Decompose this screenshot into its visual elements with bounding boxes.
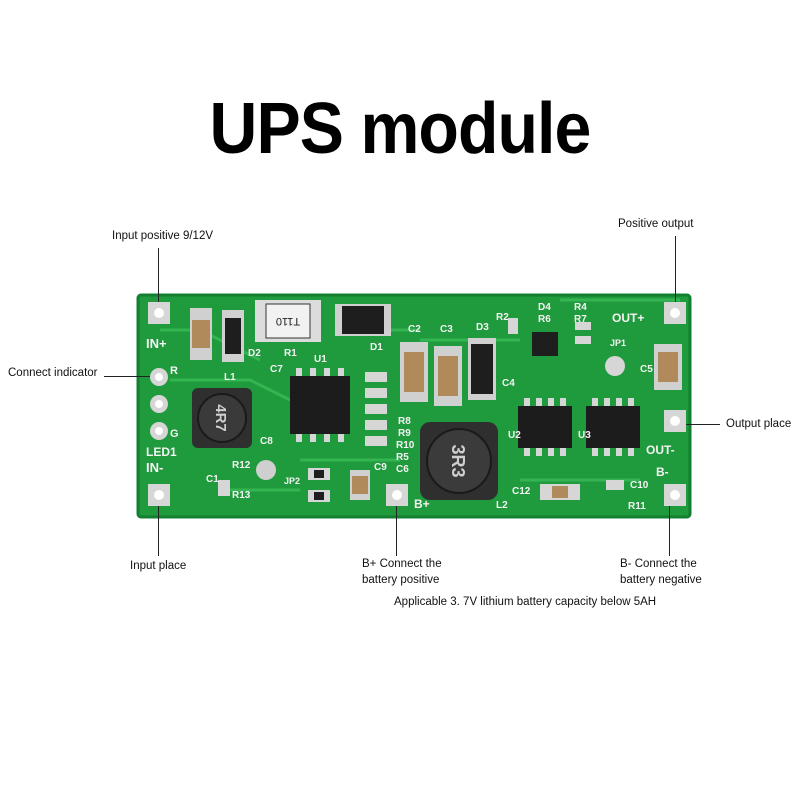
callout-connect-indicator: Connect indicator <box>8 367 98 379</box>
leader-input-place <box>158 506 159 556</box>
silk-c5: C5 <box>640 364 653 375</box>
resistor-column <box>365 372 387 446</box>
pad-b-minus <box>664 484 686 506</box>
silk-d1: D1 <box>370 342 383 353</box>
silk-c6: C6 <box>396 464 409 475</box>
capacitor-c2 <box>400 342 428 402</box>
ic-u2 <box>518 398 572 456</box>
silk-l1: L1 <box>224 372 236 383</box>
silk-c7: C7 <box>270 364 283 375</box>
callout-output-place: Output place <box>726 418 792 430</box>
silk-l2: L2 <box>496 500 508 511</box>
leader-positive-output <box>675 236 676 302</box>
silk-b-plus: B+ <box>414 497 430 511</box>
inductor-l1-mark: 4R7 <box>212 404 229 432</box>
capacitor-c1 <box>190 308 212 360</box>
silk-b-minus: B- <box>656 465 669 479</box>
diode-d1 <box>335 304 391 336</box>
leader-b-minus <box>669 506 670 556</box>
silk-c12: C12 <box>512 486 531 497</box>
small-parts-bottom <box>218 460 624 502</box>
silk-c3: C3 <box>440 324 453 335</box>
led-pads <box>150 368 168 440</box>
inductor-l1: 4R7 <box>192 388 252 448</box>
silk-d2: D2 <box>248 348 261 359</box>
pad-out-minus <box>664 410 686 432</box>
silk-r10: R10 <box>396 440 415 451</box>
diode-mark: T110 <box>276 315 300 327</box>
silk-r4: R4 <box>574 302 587 313</box>
silk-u3: U3 <box>578 430 591 441</box>
leader-connect-indicator <box>104 376 150 377</box>
diode-d2 <box>222 310 244 362</box>
callout-b-minus-line1: B- Connect the <box>620 558 697 570</box>
callout-note: Applicable 3. 7V lithium battery capacit… <box>394 596 657 608</box>
leader-b-plus <box>396 506 397 556</box>
silk-r7: R7 <box>574 314 587 325</box>
silk-out-minus: OUT- <box>646 443 675 457</box>
pad-in-minus <box>148 484 170 506</box>
silk-r2: R2 <box>496 312 509 323</box>
ic-u1 <box>290 368 350 442</box>
diode-d3 <box>468 338 496 400</box>
silk-u1: U1 <box>314 354 327 365</box>
inductor-l2-mark: 3R3 <box>448 444 468 477</box>
silk-r1: R1 <box>284 348 297 359</box>
small-parts-top-right <box>508 318 625 376</box>
callout-input-place: Input place <box>130 560 187 572</box>
callout-b-minus: B- Connect the battery negative <box>620 556 702 588</box>
silk-in-minus: IN- <box>146 460 163 475</box>
leader-input-positive <box>158 248 159 302</box>
silk-out-plus: OUT+ <box>612 311 644 325</box>
silk-r: R <box>170 365 178 377</box>
capacitor-c5 <box>654 344 682 390</box>
silkscreen-labels: IN+ IN- LED1 R G OUT+ OUT- B- B+ L1 L2 U… <box>146 302 675 512</box>
ic-u3 <box>586 398 640 456</box>
silk-jp2: JP2 <box>284 476 300 486</box>
page-title: UPS module <box>209 89 592 169</box>
silk-u2: U2 <box>508 430 521 441</box>
silk-r13: R13 <box>232 490 251 501</box>
silk-r12: R12 <box>232 460 251 471</box>
capacitor-c3 <box>434 346 462 406</box>
silk-led: LED1 <box>146 445 177 459</box>
silk-d3: D3 <box>476 322 489 333</box>
silk-c2: C2 <box>408 324 421 335</box>
silk-jp1: JP1 <box>610 338 626 348</box>
silk-c10: C10 <box>630 480 649 491</box>
silk-d4: D4 <box>538 302 551 313</box>
pad-in-plus <box>148 302 170 324</box>
inductor-l2: 3R3 <box>420 422 498 500</box>
callout-b-plus-line2: battery positive <box>362 574 440 586</box>
silk-g: G <box>170 428 179 440</box>
silk-r11: R11 <box>628 501 646 512</box>
silk-r9: R9 <box>398 428 411 439</box>
silk-r5: R5 <box>396 452 409 463</box>
silk-r6: R6 <box>538 314 551 325</box>
callout-b-minus-line2: battery negative <box>620 574 702 586</box>
callout-input-positive: Input positive 9/12V <box>112 230 214 242</box>
pad-out-plus <box>664 302 686 324</box>
silk-c1: C1 <box>206 474 219 485</box>
leader-output-place <box>686 424 720 425</box>
diode-t110: T110 <box>255 300 321 342</box>
silk-c4: C4 <box>502 378 515 389</box>
callout-positive-output: Positive output <box>618 218 694 230</box>
callout-b-plus-line1: B+ Connect the <box>362 558 442 570</box>
silk-r8: R8 <box>398 416 411 427</box>
callout-b-plus: B+ Connect the battery positive <box>362 556 442 588</box>
silk-c8: C8 <box>260 436 273 447</box>
silk-c9: C9 <box>374 462 387 473</box>
silk-in-plus: IN+ <box>146 336 167 351</box>
pad-b-plus <box>386 484 408 506</box>
